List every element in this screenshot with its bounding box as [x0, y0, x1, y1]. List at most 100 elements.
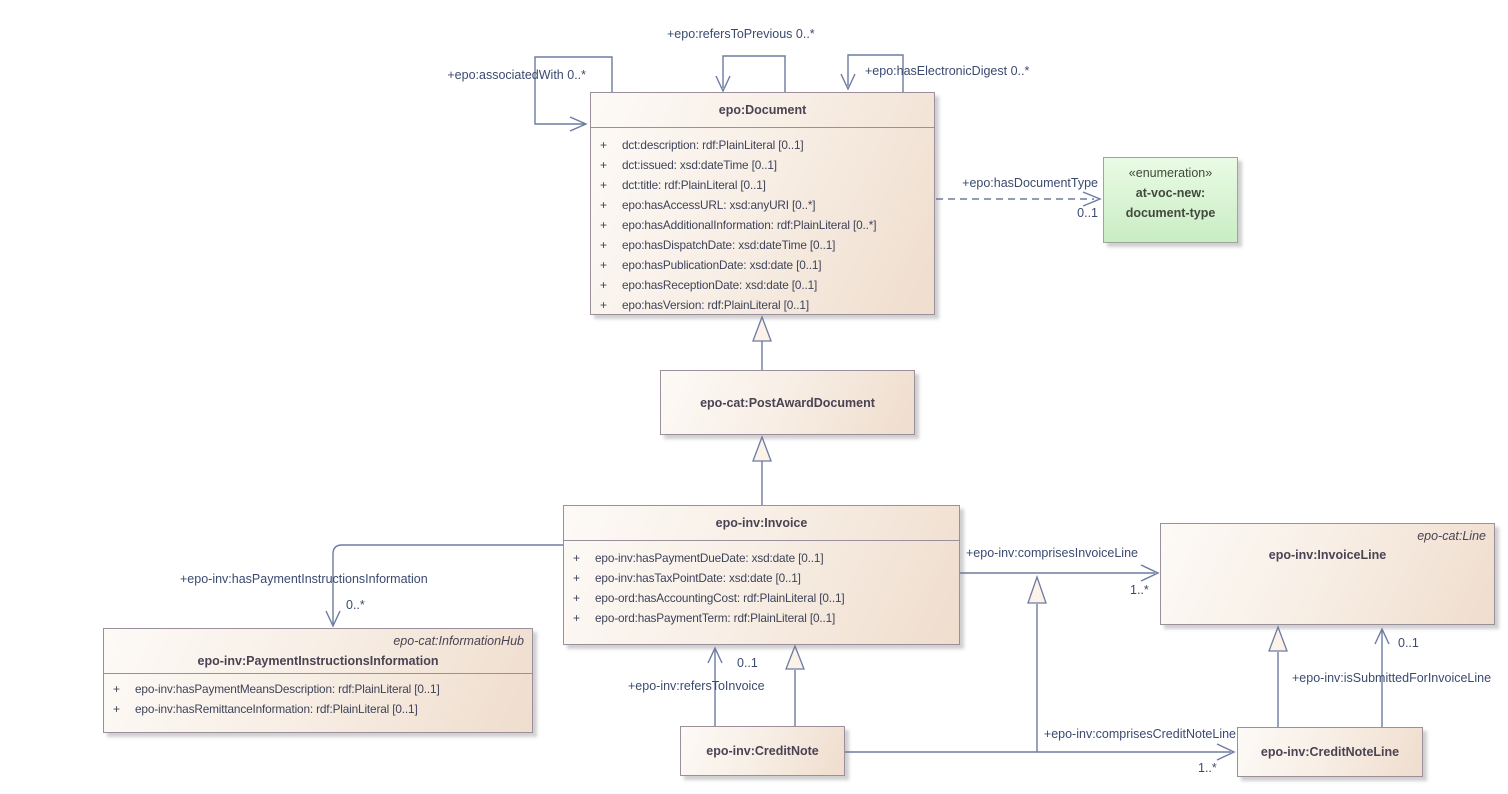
attribute-text: epo-inv:hasPaymentMeansDescription: rdf:… — [135, 682, 440, 696]
class-credit-note-header: epo-inv:CreditNote — [681, 727, 844, 775]
stereotype-line: epo-cat:Line — [1417, 529, 1486, 543]
visibility: + — [573, 551, 581, 565]
attribute-row: + epo:hasReceptionDate: xsd:date [0..1] — [591, 275, 934, 295]
class-credit-note-line-header: epo-inv:CreditNoteLine — [1238, 728, 1422, 776]
edge-label-comprises-invoice-line: +epo-inv:comprisesInvoiceLine — [966, 546, 1138, 560]
association-refers-to-previous-arrowhead — [715, 75, 731, 93]
enumeration-document-type[interactable]: «enumeration» at-voc-new: document-type — [1103, 157, 1238, 243]
class-payment-instructions-header: epo-cat:InformationHub epo-inv:PaymentIn… — [104, 629, 532, 674]
class-post-award-document[interactable]: epo-cat:PostAwardDocument — [660, 370, 915, 435]
multiplicity-is-submitted-for-invoice-line: 0..1 — [1398, 636, 1419, 650]
attribute-text: epo-inv:hasRemittanceInformation: rdf:Pl… — [135, 702, 418, 716]
edge-label-comprises-credit-note-line: +epo-inv:comprisesCreditNoteLine — [1043, 727, 1236, 741]
visibility: + — [600, 198, 608, 212]
attribute-text: epo:hasAccessURL: xsd:anyURI [0..*] — [622, 198, 816, 212]
association-refers-to-previous-line — [722, 55, 786, 92]
attribute-row: + dct:description: rdf:PlainLiteral [0..1… — [591, 135, 934, 155]
edge-label-associated-with: +epo:associatedWith 0..* — [447, 68, 586, 82]
association-comprises-credit-note-line-arrowhead — [1216, 743, 1236, 761]
stereotype-information-hub: epo-cat:InformationHub — [393, 634, 524, 648]
attribute-row: + epo-inv:hasTaxPointDate: xsd:date [0..1… — [564, 568, 959, 588]
class-payment-instructions-information[interactable]: epo-cat:InformationHub epo-inv:PaymentIn… — [103, 628, 533, 733]
class-document-title: epo:Document — [718, 103, 807, 117]
attribute-row: + dct:title: rdf:PlainLiteral [0..1] — [591, 175, 934, 195]
attribute-row: + dct:issued: xsd:dateTime [0..1] — [591, 155, 934, 175]
attribute-row: + epo:hasDispatchDate: xsd:dateTime [0..1… — [591, 235, 934, 255]
attribute-text: epo:hasReceptionDate: xsd:date [0..1] — [622, 278, 818, 292]
association-has-electronic-digest-arrowhead — [840, 73, 856, 91]
edge-label-refers-to-previous: +epo:refersToPrevious 0..* — [667, 27, 815, 41]
multiplicity-comprises-invoice-line: 1..* — [1130, 583, 1149, 597]
attribute-row: + epo-inv:hasRemittanceInformation: rdf:P… — [104, 699, 532, 719]
dependency-has-document-type-arrowhead — [1082, 191, 1102, 207]
visibility: + — [573, 591, 581, 605]
visibility: + — [113, 682, 121, 696]
attribute-row: + epo-ord:hasPaymentTerm: rdf:PlainLitera… — [564, 608, 959, 628]
edge-label-has-payment-instructions-information: +epo-inv:hasPaymentInstructionsInformati… — [180, 572, 428, 586]
enumeration-title-line2: document-type — [1125, 206, 1216, 220]
class-invoice-line[interactable]: epo-cat:Line epo-inv:InvoiceLine — [1160, 523, 1495, 625]
class-invoice-line-title: epo-inv:InvoiceLine — [1268, 548, 1387, 562]
attribute-text: epo:hasDispatchDate: xsd:dateTime [0..1] — [622, 238, 836, 252]
multiplicity-has-document-type: 0..1 — [1077, 206, 1098, 220]
association-has-electronic-digest-line — [847, 54, 904, 92]
association-is-submitted-for-invoice-line-arrowhead — [1374, 627, 1390, 645]
visibility: + — [600, 178, 608, 192]
association-has-payment-instructions-line — [332, 544, 563, 624]
association-comprises-invoice-line-arrowhead — [1140, 564, 1160, 582]
visibility: + — [573, 611, 581, 625]
visibility: + — [600, 138, 608, 152]
attribute-row: + epo:hasAccessURL: xsd:anyURI [0..*] — [591, 195, 934, 215]
visibility: + — [600, 238, 608, 252]
generalization-invoice-to-postaward-triangle — [752, 435, 772, 462]
class-credit-note-line[interactable]: epo-inv:CreditNoteLine — [1237, 727, 1423, 777]
generalization-postaward-to-document-triangle — [752, 315, 772, 342]
class-invoice-header: epo-inv:Invoice — [564, 506, 959, 541]
class-invoice[interactable]: epo-inv:Invoice +epo-inv:hasPaymentDueDa… — [563, 505, 960, 645]
attribute-row: + epo:hasAdditionalInformation: rdf:Plain… — [591, 215, 934, 235]
attribute-row: + epo:hasVersion: rdf:PlainLiteral [0..1] — [591, 295, 934, 315]
class-payment-instructions-title: epo-inv:PaymentInstructionsInformation — [197, 654, 439, 668]
enumeration-title-line1: at-voc-new: — [1135, 186, 1206, 200]
attribute-row: +epo-inv:hasPaymentDueDate: xsd:date [0.… — [564, 548, 959, 568]
multiplicity-has-payment-instructions-information: 0..* — [346, 598, 365, 612]
visibility: + — [600, 258, 608, 272]
visibility: + — [573, 571, 581, 585]
generalization-association-triangle — [1027, 575, 1047, 604]
attribute-text: epo:hasVersion: rdf:PlainLiteral [0..1] — [622, 298, 809, 312]
association-associated-with-line — [534, 56, 613, 125]
attribute-text: dct:description: rdf:PlainLiteral [0..1] — [622, 138, 804, 152]
attribute-text: epo-ord:hasPaymentTerm: rdf:PlainLiteral… — [595, 611, 836, 625]
generalization-creditnoteline-to-invoiceline-triangle — [1268, 625, 1288, 652]
edge-label-has-document-type: +epo:hasDocumentType — [962, 176, 1098, 190]
attribute-text: dct:issued: xsd:dateTime [0..1] — [622, 158, 777, 172]
class-document[interactable]: epo:Document + dct:description: rdf:Plain… — [590, 92, 935, 315]
class-credit-note[interactable]: epo-inv:CreditNote — [680, 726, 845, 776]
attribute-row: + epo-ord:hasAccountingCost: rdf:PlainLit… — [564, 588, 959, 608]
class-payment-instructions-attributes: + epo-inv:hasPaymentMeansDescription: rdf… — [104, 674, 532, 719]
attribute-text: epo-ord:hasAccountingCost: rdf:PlainLite… — [595, 591, 845, 605]
visibility: + — [600, 298, 608, 312]
attribute-text: dct:title: rdf:PlainLiteral [0..1] — [622, 178, 766, 192]
class-invoice-line-header: epo-inv:InvoiceLine — [1161, 544, 1494, 566]
edge-label-refers-to-invoice: +epo-inv:refersToInvoice — [628, 679, 765, 693]
enumeration-stereotype: «enumeration» — [1128, 166, 1213, 180]
class-document-header: epo:Document — [591, 93, 934, 128]
generalization-creditnote-to-invoice-triangle — [785, 644, 805, 670]
multiplicity-refers-to-invoice: 0..1 — [737, 656, 758, 670]
class-invoice-title: epo-inv:Invoice — [715, 516, 808, 530]
attribute-text: epo:hasAdditionalInformation: rdf:PlainL… — [622, 218, 877, 232]
visibility: + — [113, 702, 121, 716]
association-refers-to-invoice-arrowhead — [707, 646, 723, 664]
edge-label-is-submitted-for-invoice-line: +epo-inv:isSubmittedForInvoiceLine — [1292, 671, 1492, 685]
visibility: + — [600, 278, 608, 292]
class-document-attributes: + dct:description: rdf:PlainLiteral [0..1… — [591, 128, 934, 315]
attribute-row: +epo:hasPublicationDate: xsd:date [0..1] — [591, 255, 934, 275]
association-has-payment-instructions-arrowhead — [325, 610, 341, 628]
visibility: + — [600, 218, 608, 232]
class-credit-note-line-title: epo-inv:CreditNoteLine — [1260, 745, 1400, 759]
attribute-text: epo-inv:hasTaxPointDate: xsd:date [0..1] — [595, 571, 801, 585]
visibility: + — [600, 158, 608, 172]
